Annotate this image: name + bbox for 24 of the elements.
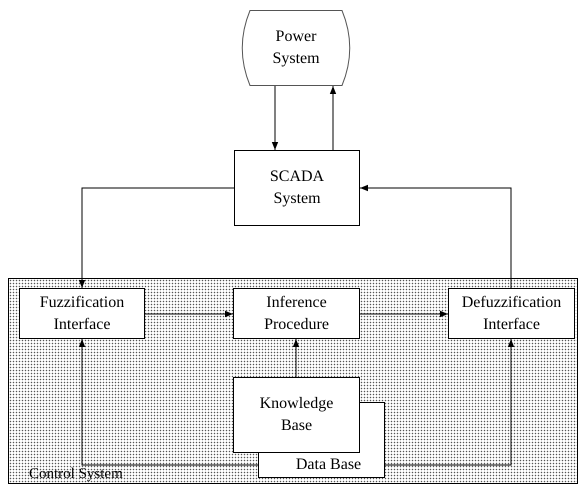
arrow [360, 310, 448, 318]
node-label: Knowledge Base [260, 394, 334, 436]
system-label: Control System [29, 466, 123, 482]
arrow [144, 310, 234, 318]
process-box [448, 288, 575, 339]
arrow [360, 184, 512, 288]
arrow [330, 86, 336, 150]
node-label: Inference Procedure [263, 292, 330, 334]
node-label: Defuzzification Interface [460, 292, 562, 334]
node-label: Fuzzification Interface [38, 292, 126, 334]
system-boundary [8, 278, 578, 484]
node-label: Data Base [296, 455, 362, 476]
process-box [258, 453, 385, 478]
arrow [292, 338, 300, 378]
arrow [272, 86, 278, 150]
arrow [78, 188, 234, 288]
process-box [234, 150, 360, 226]
node-label: SCADA System [268, 167, 326, 209]
node-label: Power System [271, 27, 321, 69]
process-box [19, 288, 145, 339]
arrow [384, 338, 514, 466]
process-box [233, 288, 360, 339]
arrow [78, 338, 258, 466]
process-box [233, 377, 360, 453]
